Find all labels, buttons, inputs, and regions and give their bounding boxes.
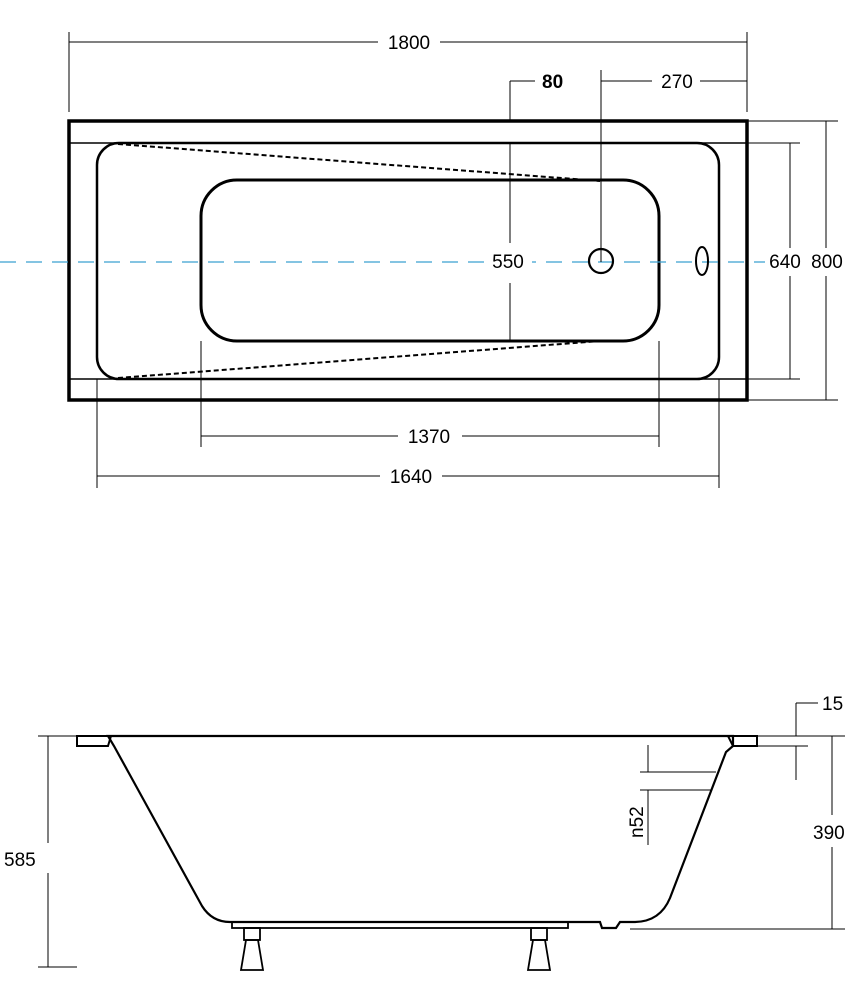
dim-800-label: 800 xyxy=(811,252,843,273)
slope-dashed-bottom xyxy=(117,340,601,379)
dim-1800-label: 1800 xyxy=(388,33,430,54)
dim-550-label: 550 xyxy=(492,252,524,273)
dim-550-label-bg xyxy=(486,248,532,272)
dim-n52-label: n52 xyxy=(627,806,648,838)
dim-800-label-bg xyxy=(806,248,848,272)
slope-dashed-top xyxy=(117,143,601,182)
tub-inner-basin xyxy=(95,141,721,381)
dim-640-label: 640 xyxy=(769,252,801,273)
side-view: n52 15 390 585 xyxy=(4,694,845,971)
top-view: 1800 80 270 550 640 800 xyxy=(0,32,848,488)
feet-plate xyxy=(231,921,569,929)
foot-right-icon xyxy=(526,939,552,971)
tub-bottom xyxy=(199,178,661,343)
rim-left xyxy=(76,735,113,747)
foot-left-icon xyxy=(239,939,265,971)
dim-80-label: 80 xyxy=(542,72,563,93)
dim-390-label: 390 xyxy=(813,823,845,844)
dim-15-label: 15 xyxy=(822,694,843,715)
dim-585-label: 585 xyxy=(4,850,36,871)
dim-270-label: 270 xyxy=(661,72,693,93)
tub-body-profile xyxy=(106,734,735,930)
overflow-icon xyxy=(695,246,709,276)
foot-left-stem xyxy=(243,927,261,941)
dim-1370-label: 1370 xyxy=(408,427,450,448)
foot-right-stem xyxy=(530,927,548,941)
tub-outer-rim xyxy=(67,119,749,402)
dim-640-label-bg xyxy=(765,248,807,272)
dim-1640-label: 1640 xyxy=(390,467,432,488)
